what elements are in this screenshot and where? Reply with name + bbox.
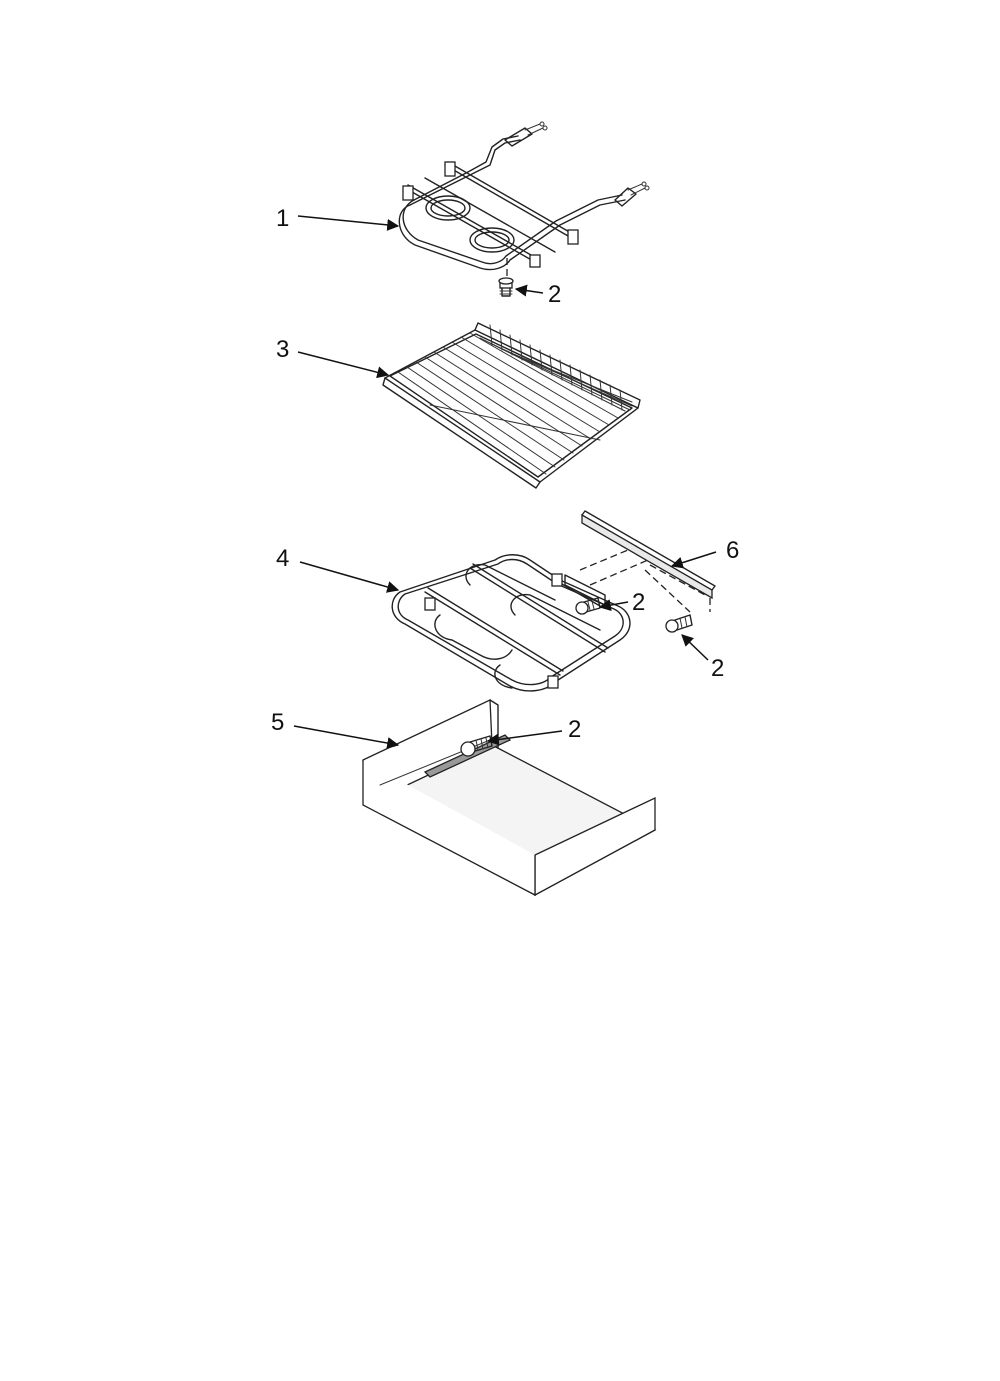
callout-number: 2	[711, 655, 724, 682]
oven-rack-part	[382, 322, 641, 489]
screw-part	[665, 614, 693, 633]
screw-part	[575, 597, 601, 615]
callout-number: 5	[271, 709, 284, 736]
callout-number: 1	[276, 205, 289, 232]
broil-element-part	[398, 121, 650, 278]
bake-element-part	[391, 544, 649, 692]
callout-part-2-bake: 2	[598, 589, 645, 616]
terminal-bracket-part	[581, 510, 716, 613]
callout-number: 3	[276, 336, 289, 363]
callout-number: 6	[726, 537, 739, 564]
callout-part-2-top: 2	[514, 281, 561, 308]
callout-number: 2	[548, 281, 561, 308]
callout-part-6: 6	[670, 537, 739, 569]
callout-number: 2	[632, 589, 645, 616]
callout-part-2-bracket: 2	[681, 634, 724, 682]
callout-number: 2	[568, 716, 581, 743]
callout-part-2-pan: 2	[486, 716, 581, 746]
callout-part-1: 1	[276, 205, 400, 232]
screw-part	[498, 277, 514, 297]
broil-pan-part	[362, 698, 657, 897]
callout-number: 4	[276, 545, 289, 572]
callout-part-3: 3	[276, 336, 390, 379]
callout-part-5: 5	[271, 709, 400, 749]
callout-part-4: 4	[276, 545, 400, 593]
screw-part	[460, 735, 493, 757]
